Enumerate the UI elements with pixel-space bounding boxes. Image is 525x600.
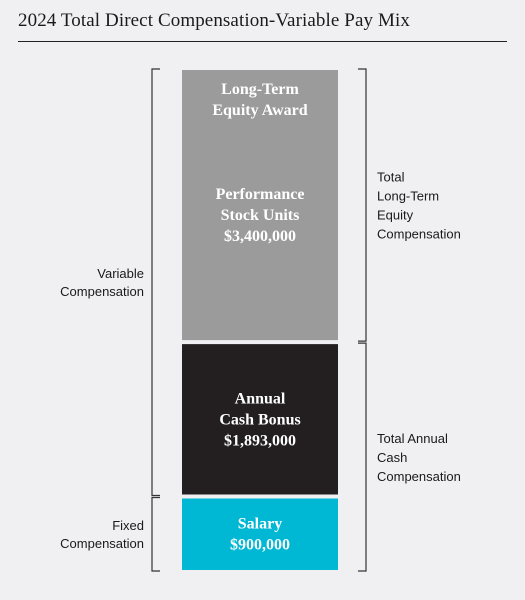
segment-label-salary: Salary — [238, 516, 282, 533]
right-group-label-lt: Long-Term — [377, 189, 439, 204]
right-group-label-lt: Equity — [377, 208, 414, 223]
right-group-label-lt: Total — [377, 170, 405, 185]
right-group-label-annual: Total Annual — [377, 431, 448, 446]
segment-label-bonus: $1,893,000 — [224, 432, 296, 449]
bracket-fixed — [151, 496, 160, 572]
segment-label-bonus: Annual — [235, 390, 286, 407]
title-divider — [18, 41, 507, 42]
left-group-label-fixed: Fixed — [112, 518, 144, 533]
bar-segment-psu — [182, 70, 338, 341]
bracket-annual — [358, 342, 367, 572]
segment-label-psu: Performance — [216, 186, 305, 203]
left-group-label-fixed: Compensation — [60, 536, 144, 551]
segment-label-psu: Stock Units — [221, 207, 300, 224]
left-group-label-variable: Compensation — [60, 284, 144, 299]
left-group-label-variable: Variable — [97, 266, 144, 281]
chart-title: 2024 Total Direct Compensation-Variable … — [18, 10, 410, 31]
right-group-label-annual: Cash — [377, 450, 407, 465]
bracket-variable — [151, 68, 160, 497]
right-group-label-lt: Compensation — [377, 227, 461, 242]
bar-segment-bonus — [182, 344, 338, 495]
segment-label-bonus: Cash Bonus — [219, 411, 300, 428]
segment-label-psu: $3,400,000 — [224, 228, 296, 245]
bracket-lt — [358, 68, 367, 342]
bar-segment-salary — [182, 498, 338, 570]
segment-label-psu: Equity Award — [212, 102, 307, 119]
segment-label-psu: Long-Term — [221, 81, 299, 98]
right-group-label-annual: Compensation — [377, 469, 461, 484]
segment-label-salary: $900,000 — [230, 537, 290, 554]
